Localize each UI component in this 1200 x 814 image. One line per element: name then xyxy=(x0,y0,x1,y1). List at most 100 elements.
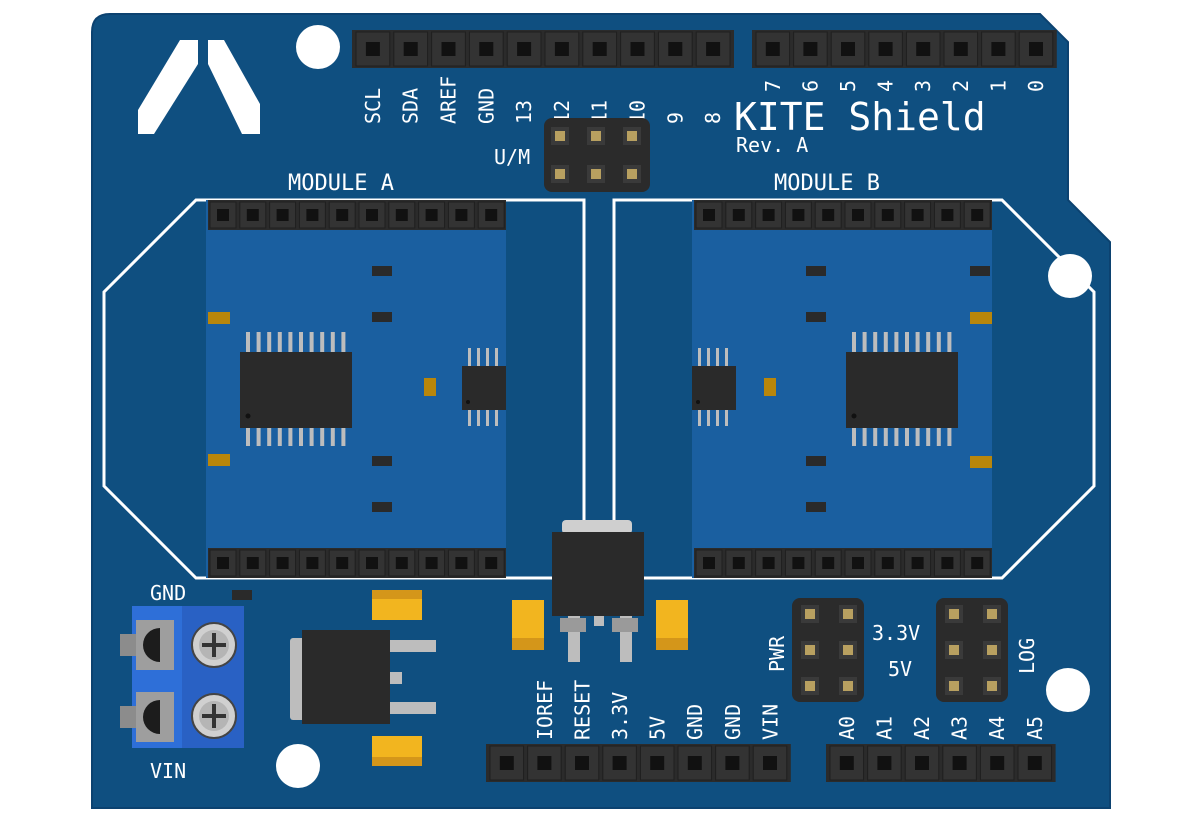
header-pin-hole xyxy=(455,209,468,221)
header-pin xyxy=(358,201,386,229)
header-pin-hole xyxy=(217,557,229,569)
header-pin-hole xyxy=(878,42,893,56)
ic-lead xyxy=(267,426,272,446)
ic-chip-large xyxy=(846,332,958,446)
header-pin-hole xyxy=(762,209,775,221)
header-pin-hole xyxy=(336,209,349,221)
header-pin-hole xyxy=(915,756,929,770)
header-pin-hole xyxy=(725,756,740,770)
power-header xyxy=(486,744,791,782)
pin-label: SCL xyxy=(361,88,385,124)
ic-lead xyxy=(947,332,952,352)
jumper-pin-gold xyxy=(627,169,637,179)
smd-resistor xyxy=(372,266,392,276)
header-pin-hole xyxy=(822,209,835,221)
ic-lead xyxy=(288,426,293,446)
header-pin-hole xyxy=(366,557,378,569)
ic-lead xyxy=(341,332,346,352)
tantalum-capacitor-band xyxy=(372,590,422,599)
ic-lead xyxy=(716,408,719,426)
header-pin-hole xyxy=(763,756,777,770)
ic-lead xyxy=(936,426,941,446)
header-pin-hole xyxy=(971,557,984,569)
ic-pin1-marker xyxy=(851,413,857,419)
jumper-pin-gold xyxy=(555,169,565,179)
pin-label: A1 xyxy=(872,716,896,740)
jumper-pin-gold xyxy=(843,609,853,619)
smd-capacitor xyxy=(970,456,992,468)
log-jumper-header xyxy=(936,598,1008,702)
jumper-pin-gold xyxy=(805,609,815,619)
jumper-pin-gold xyxy=(987,681,997,691)
ic-lead xyxy=(926,332,931,352)
header-pin-hole xyxy=(941,209,954,221)
jumper-pin-gold xyxy=(843,681,853,691)
pin-label: GND xyxy=(683,704,707,740)
ic-lead xyxy=(707,348,710,366)
jumper-pin-gold xyxy=(805,645,815,655)
jumper-pin-gold xyxy=(591,169,601,179)
smd-capacitor xyxy=(424,378,436,396)
header-pin-hole xyxy=(792,209,805,221)
ic-lead xyxy=(330,426,335,446)
jumper-pin-gold xyxy=(591,131,601,141)
terminal-vin-label: VIN xyxy=(150,759,186,783)
pin-label: RESET xyxy=(570,680,594,740)
ic-lead xyxy=(862,332,867,352)
header-pin-hole xyxy=(703,209,715,221)
module-b-components xyxy=(692,266,992,512)
ic-lead xyxy=(288,332,293,352)
ic-lead xyxy=(267,332,272,352)
ic-lead xyxy=(468,408,471,426)
header-pin-hole xyxy=(403,42,418,56)
header-pin-hole xyxy=(499,756,514,770)
jumper-log-label: LOG xyxy=(1015,638,1039,674)
header-pin-hole xyxy=(425,209,438,221)
pin-label: 2 xyxy=(949,80,973,92)
ic-lead xyxy=(698,348,701,366)
jumper-pin-gold xyxy=(949,645,959,655)
pin-label: 1 xyxy=(986,80,1010,92)
pin-label: A5 xyxy=(1023,716,1047,740)
ic-lead xyxy=(299,332,303,352)
pin-label: 3 xyxy=(911,80,935,92)
header-pin-hole xyxy=(881,557,894,569)
ic-lead xyxy=(926,426,931,446)
module-headers xyxy=(208,200,992,578)
ic-lead xyxy=(320,426,325,446)
ic-lead xyxy=(716,348,719,366)
ic-lead xyxy=(246,332,250,352)
um-label: U/M xyxy=(494,145,530,169)
pin-label: 3.3V xyxy=(608,692,632,740)
pin-label: GND xyxy=(474,88,498,124)
header-pin-hole xyxy=(877,756,892,770)
header-pin-hole xyxy=(479,42,494,56)
ic-lead xyxy=(468,348,471,366)
ic-pin1-marker xyxy=(466,400,470,404)
jumper-3v3-label: 3.3V xyxy=(872,621,920,645)
header-pin-hole xyxy=(336,557,349,569)
ic-lead xyxy=(707,408,710,426)
module-b-label: MODULE B xyxy=(774,171,880,196)
ic-lead xyxy=(330,332,335,352)
ic-lead xyxy=(915,426,920,446)
ic-chip-small xyxy=(692,348,736,426)
pin-label: 5 xyxy=(836,80,860,92)
ic-body xyxy=(846,352,958,428)
ic-lead xyxy=(883,426,888,446)
header-pin-hole xyxy=(803,42,818,56)
ic-lead xyxy=(915,332,920,352)
mounting-hole xyxy=(1048,254,1092,298)
pin-label: 5V xyxy=(646,716,670,740)
header-pin-hole xyxy=(1027,756,1042,770)
ic-lead xyxy=(905,332,909,352)
ic-lead xyxy=(486,408,489,426)
ic-lead xyxy=(862,426,867,446)
header-pin-hole xyxy=(732,557,745,569)
header-pin-hole xyxy=(455,557,468,569)
header-pin-hole xyxy=(687,756,702,770)
header-pin-hole xyxy=(306,557,319,569)
header-pin-hole xyxy=(971,209,984,221)
ic-lead xyxy=(299,426,303,446)
header-pin-hole xyxy=(732,209,745,221)
